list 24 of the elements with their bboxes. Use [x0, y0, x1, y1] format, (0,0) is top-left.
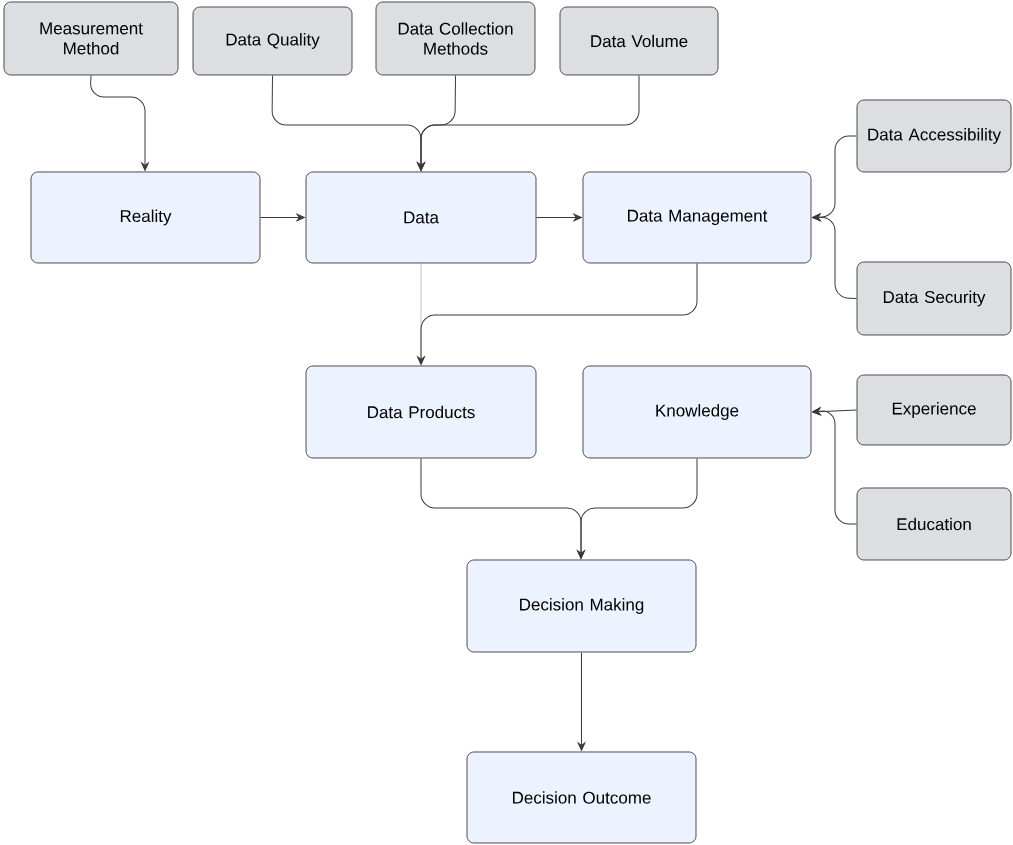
- process-box: Data Products: [305, 365, 537, 459]
- process-box: Knowledge: [582, 365, 812, 459]
- arrow: [535, 213, 582, 222]
- process-box: Reality: [30, 171, 261, 264]
- arrow: [812, 213, 858, 299]
- arrow: [812, 407, 858, 525]
- factor-box: Measurement Method: [3, 1, 179, 76]
- factor-box: Experience: [856, 374, 1012, 446]
- arrow: [90, 74, 149, 171]
- process-box: Data Management: [582, 171, 812, 264]
- factor-box: Data Security: [856, 261, 1012, 336]
- arrow: [577, 457, 698, 559]
- arrow: [417, 262, 698, 365]
- factor-box: Data Accessibility: [856, 99, 1012, 173]
- factor-box: Data Collection Methods: [375, 1, 536, 76]
- arrow: [577, 651, 586, 751]
- process-box: Decision Making: [466, 559, 697, 653]
- factor-box: Education: [856, 487, 1012, 561]
- factor-box: Data Quality: [192, 6, 353, 76]
- factor-box: Data Volume: [559, 6, 719, 76]
- arrow: [259, 213, 305, 222]
- process-box: Decision Outcome: [466, 751, 697, 844]
- process-box: Data: [305, 171, 537, 264]
- arrow: [417, 74, 640, 171]
